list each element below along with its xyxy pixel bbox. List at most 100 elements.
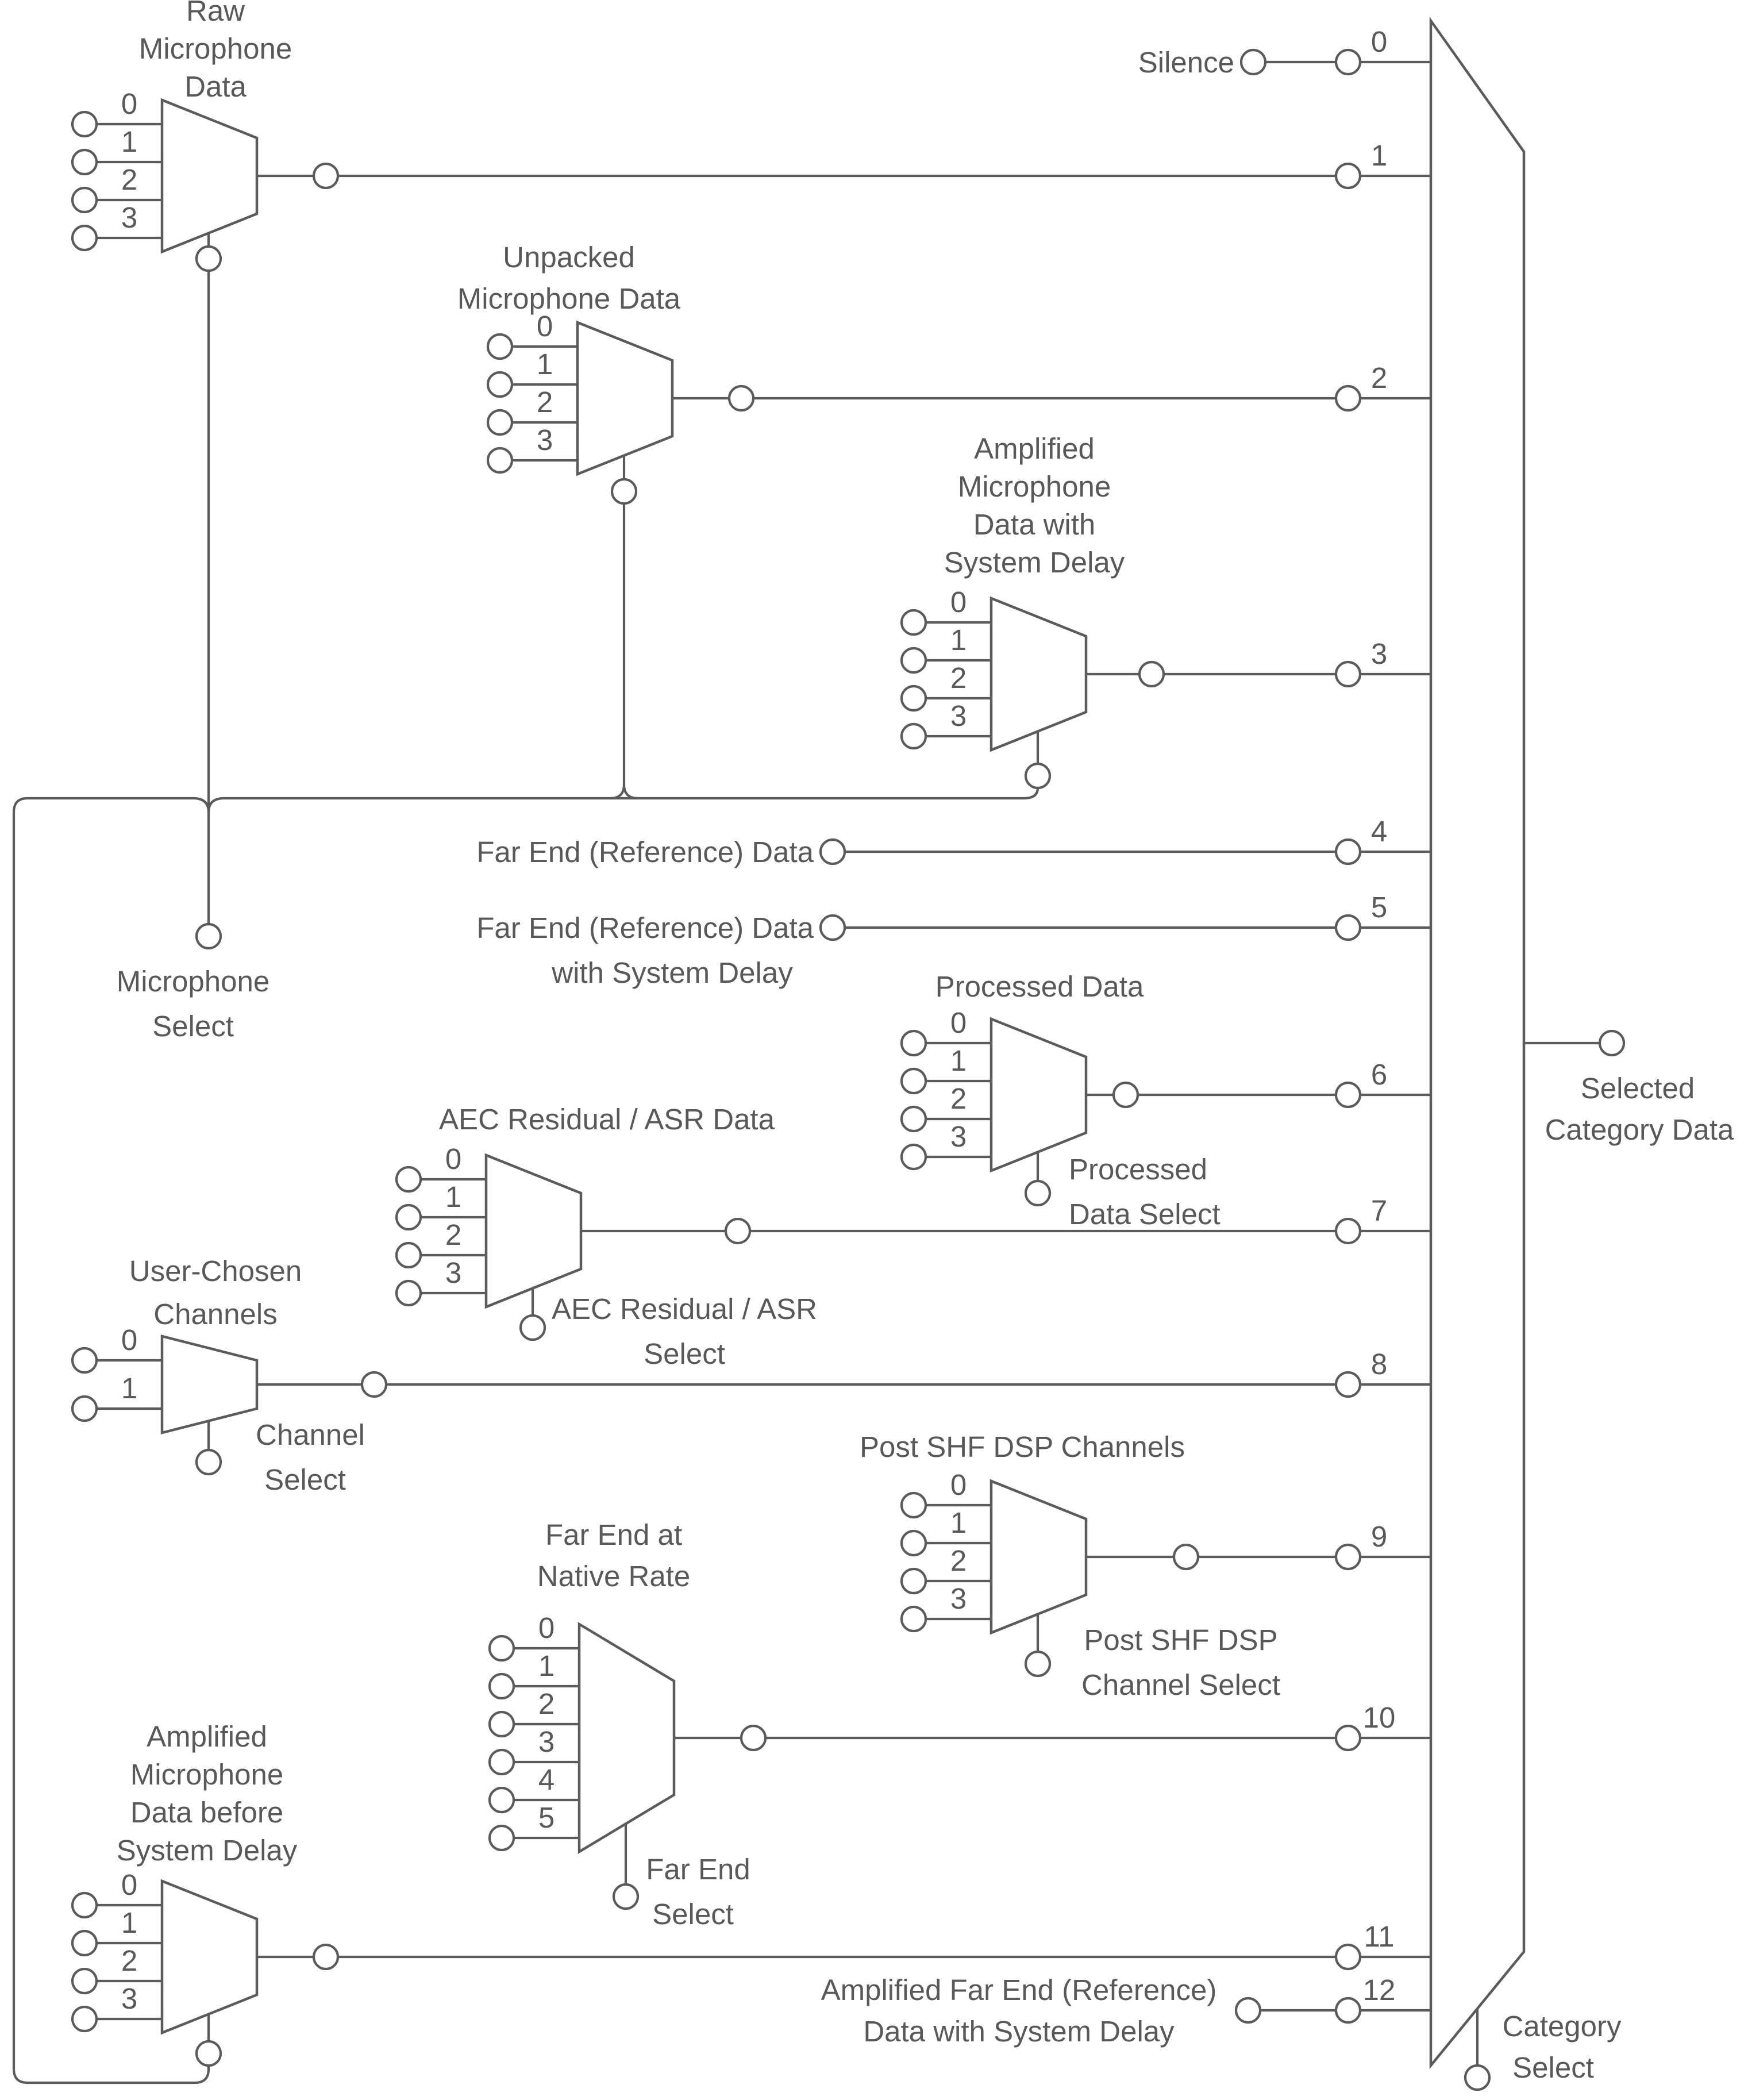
input-label: 1 — [950, 1044, 967, 1077]
cat-input-label: 11 — [1364, 1920, 1395, 1953]
input-label: 0 — [537, 310, 553, 343]
input-label: 2 — [538, 1687, 555, 1720]
amplified-delay-title: Data with — [973, 508, 1096, 541]
processed-data-mux: Processed Data 0 1 2 3 Processed Data Se… — [900, 970, 1220, 1230]
amplified-before-title: Microphone — [130, 1758, 283, 1791]
source-terminal — [1234, 1997, 1262, 2024]
input-terminal — [486, 333, 514, 360]
cat-input-terminal — [1334, 1081, 1362, 1109]
far-end-reference-row: Far End (Reference) Data — [476, 836, 1336, 868]
far-end-reference-delay-row: Far End (Reference) Data with System Del… — [476, 911, 1336, 989]
cat-input-label: 9 — [1371, 1520, 1387, 1553]
category-mux: 0 1 2 3 4 5 6 7 8 9 10 11 12 — [1334, 16, 1734, 2091]
input-terminal — [486, 409, 514, 436]
output-terminal — [727, 384, 755, 412]
silence-row: Silence — [1138, 46, 1336, 79]
silence-label: Silence — [1138, 46, 1234, 79]
raw-mic-title: Microphone — [139, 32, 292, 65]
mux-body — [989, 596, 1088, 752]
input-terminal — [900, 1105, 927, 1133]
mux-body — [989, 1479, 1088, 1635]
input-label: 1 — [950, 624, 967, 656]
select-terminal — [610, 478, 638, 505]
cat-input-label: 2 — [1371, 361, 1387, 394]
input-terminal — [71, 1929, 98, 1957]
category-select-label: Category — [1503, 2010, 1622, 2043]
aec-residual-mux: AEC Residual / ASR Data 0 1 2 3 AEC Resi… — [395, 1103, 817, 1370]
amplified-before-title: Amplified — [147, 1720, 267, 1753]
input-terminal — [488, 1634, 515, 1662]
input-terminal — [900, 1529, 927, 1557]
source-terminal — [1239, 48, 1267, 76]
input-terminal — [900, 1567, 927, 1595]
input-terminal — [488, 1786, 515, 1814]
select-wire-fillet — [622, 784, 638, 800]
input-label: 2 — [121, 163, 137, 196]
mux-body — [160, 98, 259, 254]
post-shf-dsp-mux: Post SHF DSP Channels 0 1 2 3 Post SHF D… — [860, 1430, 1280, 1701]
select-terminal — [1024, 762, 1052, 790]
input-label: 0 — [121, 87, 137, 120]
category-feed-wires — [338, 174, 1336, 1959]
post-shf-title: Post SHF DSP Channels — [860, 1430, 1185, 1463]
category-mux-body — [1429, 16, 1526, 2070]
amplified-before-title: System Delay — [117, 1834, 298, 1867]
selected-category-data-label: Category Data — [1545, 1113, 1734, 1146]
aec-select-label: AEC Residual / ASR — [552, 1293, 817, 1325]
microphone-select-terminal — [195, 922, 222, 950]
category-output-terminal — [1598, 1029, 1626, 1057]
select-terminal — [195, 1448, 222, 1476]
input-label: 2 — [950, 1082, 967, 1115]
select-terminal — [1024, 1179, 1052, 1207]
input-label: 5 — [538, 1801, 555, 1834]
processed-select-label: Data Select — [1069, 1198, 1220, 1230]
cat-input-terminal — [1334, 1543, 1362, 1571]
amplified-far-end-label: Amplified Far End (Reference) — [821, 1974, 1217, 2006]
input-terminal — [486, 371, 514, 398]
input-terminal — [71, 1967, 98, 1995]
cat-input-terminal — [1334, 1997, 1362, 2024]
far-end-native-title: Far End at — [545, 1518, 682, 1551]
source-terminal — [819, 838, 846, 866]
input-label: 3 — [121, 201, 137, 234]
input-terminal — [900, 609, 927, 636]
select-wire — [222, 787, 1039, 800]
select-terminal — [519, 1314, 546, 1341]
input-terminal — [395, 1241, 422, 1269]
mux-body — [576, 320, 674, 476]
cat-input-label: 8 — [1371, 1348, 1387, 1380]
select-terminal — [1024, 1650, 1052, 1678]
input-terminal — [71, 1891, 98, 1919]
input-label: 0 — [445, 1143, 461, 1175]
output-terminal — [1112, 1081, 1139, 1109]
input-label: 0 — [538, 1611, 555, 1644]
cat-input-label: 0 — [1371, 25, 1387, 58]
amplified-far-end-label: Data with System Delay — [863, 2015, 1175, 2048]
far-end-ref-delay-label: with System Delay — [551, 956, 793, 989]
select-terminal — [612, 1883, 640, 1910]
input-label: 1 — [445, 1180, 461, 1213]
input-label: 2 — [121, 1944, 137, 1977]
input-terminal — [900, 1491, 927, 1519]
input-terminal — [71, 186, 98, 214]
channel-select-label: Channel — [256, 1418, 365, 1451]
input-label: 0 — [121, 1868, 137, 1901]
input-terminal — [900, 1605, 927, 1633]
input-terminal — [71, 148, 98, 176]
raw-mic-mux: Raw Microphone Data 0 1 2 3 — [71, 0, 340, 272]
cat-input-terminal — [1334, 1724, 1362, 1752]
cat-input-terminal — [1334, 384, 1362, 412]
cat-input-terminal — [1334, 1371, 1362, 1398]
category-select-terminal — [1464, 2064, 1491, 2091]
input-label: 3 — [950, 1120, 967, 1153]
post-shf-select-label: Post SHF DSP — [1084, 1624, 1277, 1656]
unpacked-mic-mux: Unpacked Microphone Data 0 1 2 3 — [457, 241, 755, 505]
amplified-delay-title: System Delay — [944, 546, 1125, 579]
input-terminal — [900, 1067, 927, 1095]
input-label: 1 — [538, 1649, 555, 1682]
channel-select-label: Select — [264, 1463, 346, 1496]
mux-body — [577, 1622, 676, 1854]
input-terminal — [900, 722, 927, 750]
input-terminal — [71, 1347, 98, 1374]
input-label: 3 — [538, 1725, 555, 1758]
